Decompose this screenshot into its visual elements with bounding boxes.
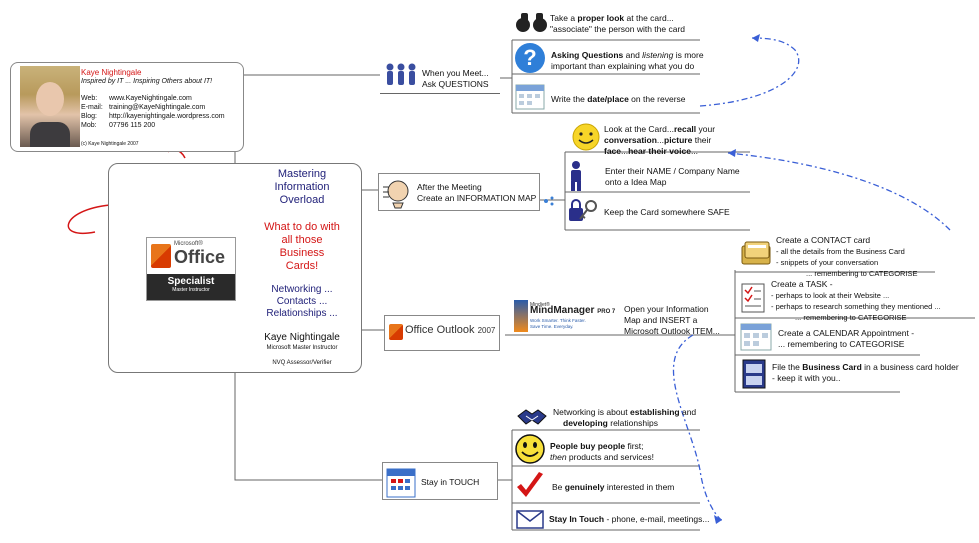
calendar-appointment-icon [740, 323, 772, 351]
central-nvq: NVQ Assessor/Verifier [272, 360, 332, 366]
networking-note: Networking is about establishing and dev… [553, 407, 697, 428]
calendar-note: Create a CALENDAR Appointment - ... reme… [778, 328, 915, 349]
outlook-logo-icon [389, 324, 403, 340]
ask-note: Asking Questions and listening is more i… [551, 50, 704, 71]
card-email: training@KayeNightingale.com [109, 104, 206, 111]
handshake-icon [517, 409, 547, 425]
card-mobile: 07796 115 200 [109, 122, 156, 129]
central-author: Kaye Nightingale [264, 332, 340, 343]
outlook-topic[interactable]: Office Outlook 2007 [384, 315, 500, 351]
outlook-logo-text: Office Outlook 2007 [405, 324, 496, 336]
central-networking: Networking ... Contacts ... Relationship… [266, 284, 338, 319]
after-topic[interactable]: After the Meeting Create an INFORMATION … [378, 173, 540, 211]
mindmanager-box-icon [514, 300, 528, 332]
smiley-face-icon [515, 434, 545, 464]
stay-touch-note: Stay In Touch - phone, e-mail, meetings.… [549, 514, 710, 524]
recall-note: Look at the Card...recall your conversat… [604, 124, 716, 156]
checkmark-icon [517, 472, 543, 497]
keep-note: Keep the Card somewhere SAFE [604, 207, 730, 217]
person-icon [571, 161, 581, 191]
meet-label: When you Meet... Ask QUESTIONS [422, 68, 489, 89]
card-contact-labels: Web: E-mail: Blog: Mob: [81, 95, 103, 129]
people-buy-note: People buy people first; then products a… [550, 441, 654, 462]
genuine-note: Be genuinely interested in them [552, 482, 675, 492]
envelope-icon [516, 510, 544, 529]
central-question: What to do with all those Business Cards… [264, 221, 340, 272]
file-note: File the Business Card in a business car… [772, 362, 959, 383]
calendar-icon [515, 84, 545, 110]
touch-label: Stay in TOUCH [421, 477, 480, 487]
question-icon: ? [515, 43, 545, 73]
open-map-note: Open your Information Map and INSERT a M… [624, 304, 720, 336]
binoculars-icon [516, 13, 547, 32]
thinking-head-icon [383, 180, 409, 209]
task-note: Create a TASK - - perhaps to look at the… [771, 279, 941, 322]
touch-topic[interactable]: Stay in TOUCH [382, 462, 498, 500]
card-web: www.KayeNightingale.com [109, 95, 192, 102]
office-specialist-badge: Microsoft® Office Specialist Master Inst… [146, 237, 236, 301]
meet-topic[interactable]: When you Meet... Ask QUESTIONS [380, 60, 500, 94]
svg-text:?: ? [523, 45, 536, 70]
write-note: Write the date/place on the reverse [551, 94, 686, 104]
people-icon [386, 63, 416, 85]
smiley-icon [572, 123, 600, 151]
card-copyright: (c) Kaye Nightingale 2007 [81, 141, 139, 147]
portrait-photo [20, 66, 80, 147]
card-contact-values: www.KayeNightingale.com training@KayeNig… [109, 94, 225, 130]
card-tagline: Inspired by IT ... Inspiring Others abou… [81, 78, 213, 85]
card-name: Kaye Nightingale [81, 68, 142, 77]
card-blog: http://kayenightingale.wordpress.com [109, 113, 225, 120]
card-holder-icon [742, 359, 766, 389]
look-note: Take a proper look at the card... "assoc… [550, 13, 686, 34]
central-title: Mastering Information Overload [274, 168, 330, 206]
central-topic[interactable]: Microsoft® Office Specialist Master Inst… [108, 163, 362, 373]
after-label: After the Meeting Create an INFORMATION … [417, 182, 537, 203]
central-author-role: Microsoft Master Instructor [266, 345, 338, 351]
mindmanager-logo: Mindjet® MindManager PRO 7 Work Smarter.… [514, 300, 616, 334]
enter-note: Enter their NAME / Company Name onto a I… [605, 166, 740, 187]
contact-note: Create a CONTACT card - all the details … [776, 235, 918, 278]
contact-cards-icon [741, 241, 771, 265]
task-checklist-icon [741, 283, 765, 313]
mindmap-small-icon [544, 196, 554, 206]
lock-key-icon [569, 199, 597, 221]
business-card: Kaye Nightingale Inspired by IT ... Insp… [10, 62, 244, 152]
calendar-touch-icon [386, 468, 416, 498]
